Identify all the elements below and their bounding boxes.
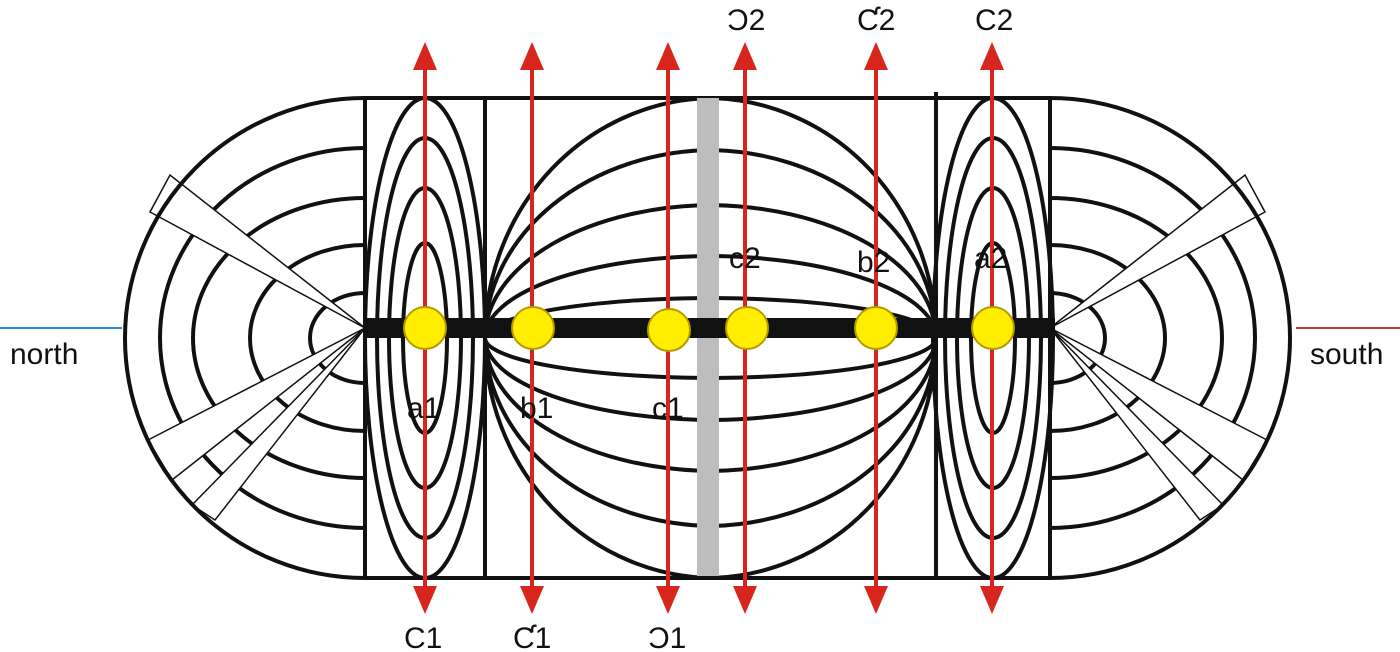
point-a1 xyxy=(403,306,447,350)
north-label: north xyxy=(10,338,78,371)
label-c1: c1 xyxy=(652,392,684,425)
south-label: south xyxy=(1310,338,1383,371)
top-label-2: Ƈ2 xyxy=(857,4,895,37)
top-label-3: C2 xyxy=(975,4,1013,37)
bottom-label-2: Ƈ1 xyxy=(513,622,551,652)
yellow-points xyxy=(403,306,1015,352)
label-b2: b2 xyxy=(857,246,890,279)
right-cap-wedges xyxy=(1049,173,1269,522)
top-label-1: Ɔ2 xyxy=(727,4,765,37)
cell-outline xyxy=(123,96,1292,580)
label-a1: a1 xyxy=(407,392,440,425)
point-b1 xyxy=(511,306,555,350)
right-cap-field-lines xyxy=(1050,146,1257,530)
label-c2: c2 xyxy=(729,242,761,275)
left-cap-field-lines xyxy=(158,146,365,530)
point-a2 xyxy=(971,306,1015,350)
point-c2 xyxy=(725,306,769,350)
label-b1: b1 xyxy=(520,392,553,425)
point-c1 xyxy=(647,308,691,352)
bottom-label-3: Ɔ1 xyxy=(648,622,686,652)
label-a2: a2 xyxy=(974,242,1007,275)
point-b2 xyxy=(854,306,898,350)
bottom-label-1: C1 xyxy=(404,622,442,652)
central-bar xyxy=(365,318,1055,338)
left-cap-wedges xyxy=(146,173,366,522)
